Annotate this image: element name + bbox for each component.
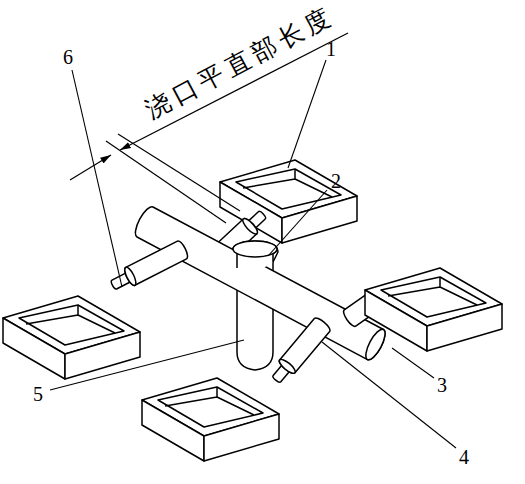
dimension-text: 浇口平直部长度 (141, 2, 338, 123)
callout-number: 5 (33, 384, 43, 404)
callout-number: 4 (459, 447, 469, 467)
casting-cavity (3, 296, 140, 379)
runner (132, 204, 389, 362)
casting-cavity (142, 378, 279, 461)
ingate (108, 240, 190, 295)
ingate (268, 316, 332, 387)
callout-number: 3 (437, 375, 447, 395)
casting-cavity (365, 268, 502, 351)
callout-number: 2 (331, 171, 341, 191)
callout-number: 1 (326, 39, 336, 59)
leader-lines (50, 60, 456, 448)
sprue-cup (233, 241, 277, 257)
dimension-lines (70, 33, 348, 223)
callout-number: 6 (63, 47, 73, 67)
